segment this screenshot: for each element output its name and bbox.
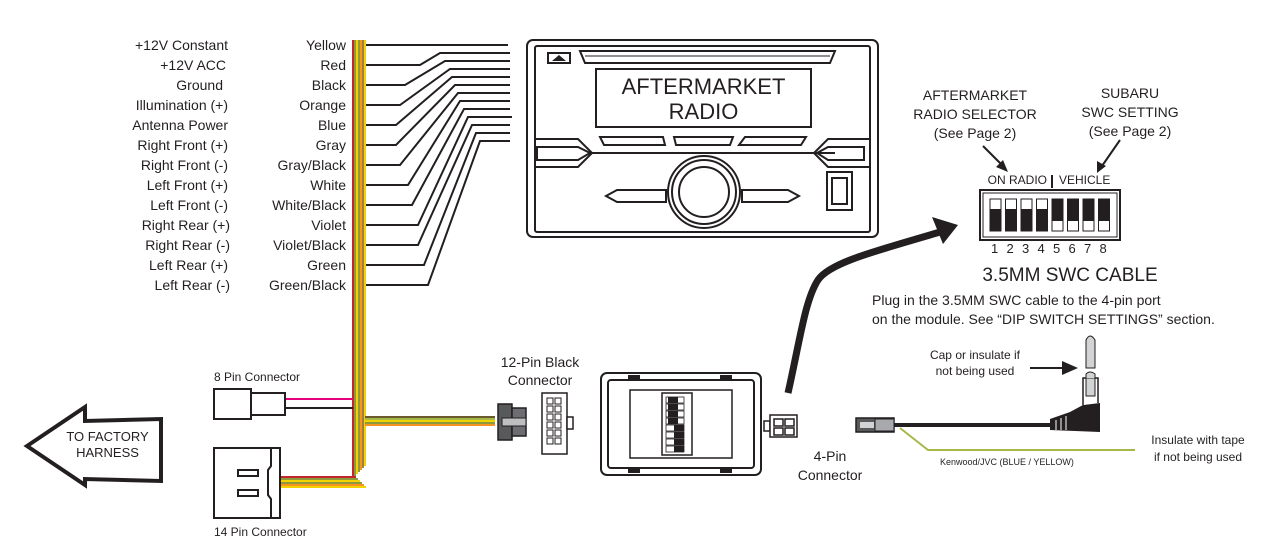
twelve-pin-label-2: Connector — [507, 372, 573, 388]
selector-label-2: RADIO SELECTOR — [913, 106, 1037, 122]
function-label: Left Front (-) — [150, 197, 228, 213]
four-pin-label-2: Connector — [797, 467, 863, 483]
wire-color-label: Green — [307, 257, 346, 273]
swc-label-2: SWC SETTING — [1081, 104, 1179, 120]
dip-switch-knob — [1005, 209, 1017, 231]
swc-label-1: SUBARU — [1100, 85, 1160, 101]
swc-cable-title: 3.5MM SWC CABLE — [982, 265, 1158, 286]
swc-label-3: (See Page 2) — [1088, 123, 1172, 139]
function-list: +12V Constant +12V ACC Ground Illuminati… — [0, 35, 230, 300]
wire-color-label: Orange — [299, 97, 346, 113]
wire-color-label: Gray — [315, 137, 346, 153]
swc-cable-desc-1: Plug in the 3.5MM SWC cable to the 4-pin… — [872, 292, 1161, 308]
wire-color-label: Gray/Black — [277, 157, 346, 173]
dip-switch-knob — [1067, 199, 1079, 221]
dip-switch-number: 4 — [1037, 241, 1045, 256]
twelve-pin-connector — [497, 392, 574, 455]
radio-display-line1: AFTERMARKET — [621, 74, 786, 99]
interface-module — [600, 372, 762, 476]
four-pin-label-1: 4-Pin — [813, 448, 847, 464]
dip-switch-number: 3 — [1022, 241, 1030, 256]
twelve-pin-sockets — [546, 397, 562, 445]
function-label: Antenna Power — [132, 117, 228, 133]
module-dip-knob — [668, 411, 678, 417]
dip-switch-number: 6 — [1068, 241, 1076, 256]
function-label: Left Rear (-) — [154, 277, 230, 293]
module-dip-knob — [674, 432, 684, 438]
function-label: Ground — [176, 77, 223, 93]
swc-arrow — [1097, 139, 1121, 173]
dip-switch-block — [979, 175, 1121, 241]
radio-leads — [366, 44, 512, 286]
wire-color-label: White/Black — [272, 197, 346, 213]
dip-switch-knob — [1052, 199, 1063, 221]
eight-pin-connector — [213, 388, 286, 420]
selector-label-1: AFTERMARKET — [922, 87, 1028, 103]
dip-switch-number: 5 — [1053, 241, 1061, 256]
wire-color-label: Black — [311, 77, 346, 93]
selector-label-3: (See Page 2) — [933, 125, 1017, 141]
wire-color-label: Blue — [317, 117, 346, 133]
radio-display-line2: RADIO — [668, 99, 739, 124]
wire-color-label: White — [310, 177, 346, 193]
wire-color-label: Green/Black — [268, 277, 346, 293]
module-dip-knob — [674, 446, 684, 452]
eight-pin-label: 8 Pin Connector — [214, 370, 301, 384]
factory-arrow-label-2: HARNESS — [76, 445, 139, 460]
cap-note-2: not being used — [935, 364, 1015, 378]
dip-switch-number: 2 — [1006, 241, 1014, 256]
wire-color-label: Yellow — [306, 37, 346, 53]
dip-switch-number: 8 — [1099, 241, 1107, 256]
kenwood-wire-note: Kenwood/JVC (BLUE / YELLOW) — [940, 457, 1074, 467]
dip-switch-knob — [990, 209, 1001, 231]
function-label: Right Front (+) — [137, 137, 228, 153]
module-dip-knob — [668, 397, 678, 403]
dip-header-left: ON RADIO — [987, 173, 1047, 187]
function-label: Left Rear (+) — [149, 257, 228, 273]
function-label: Left Front (+) — [146, 177, 228, 193]
eject-icon — [547, 52, 571, 64]
plug-in-arrow — [784, 217, 958, 394]
wire-color-label: Red — [320, 57, 346, 73]
function-label: Right Front (-) — [140, 157, 228, 173]
four-pin-connector — [763, 414, 798, 438]
dip-switch-knob — [1098, 199, 1110, 221]
wire-color-label: Violet/Black — [273, 237, 346, 253]
wire-color-label: Violet — [311, 217, 346, 233]
module-dip-knob — [674, 439, 684, 445]
fourteen-pin-connector — [213, 447, 281, 519]
function-label: Right Rear (+) — [141, 217, 230, 233]
twelve-pin-label-1: 12-Pin Black — [500, 354, 580, 370]
factory-harness-arrow — [23, 403, 163, 489]
function-label: Illumination (+) — [135, 97, 228, 113]
cap-note-1: Cap or insulate if — [929, 348, 1021, 362]
factory-arrow-label-1: TO FACTORY — [66, 429, 149, 444]
selector-arrow — [982, 145, 1008, 172]
dip-header-right: VEHICLE — [1059, 173, 1111, 187]
function-label: Right Rear (-) — [145, 237, 230, 253]
module-dip-switch — [665, 396, 685, 453]
insulate-note-2: if not being used — [1153, 450, 1243, 464]
dip-switch-number: 1 — [991, 241, 999, 256]
cap-arrow — [1030, 361, 1078, 375]
fourteen-pin-label: 14 Pin Connector — [214, 525, 307, 539]
dip-switch-knob — [1036, 209, 1048, 231]
dip-switch-knob — [1021, 209, 1032, 231]
dip-switch-number: 7 — [1084, 241, 1092, 256]
aftermarket-radio — [526, 39, 879, 238]
swc-cable-desc-2: on the module. See “DIP SWITCH SETTINGS”… — [872, 311, 1215, 327]
wire-color-list: Yellow Red Black Orange Blue Gray Gray/B… — [230, 35, 346, 300]
swc-cable — [855, 335, 1135, 451]
dip-switch-knob — [1083, 199, 1094, 221]
function-label: +12V ACC — [160, 57, 226, 73]
harness-bundle — [280, 40, 495, 488]
function-label: +12V Constant — [134, 37, 228, 53]
module-dip-knob — [674, 425, 684, 431]
module-dip-knob — [668, 418, 678, 424]
module-dip-knob — [668, 404, 678, 410]
insulate-note-1: Insulate with tape — [1151, 433, 1245, 447]
